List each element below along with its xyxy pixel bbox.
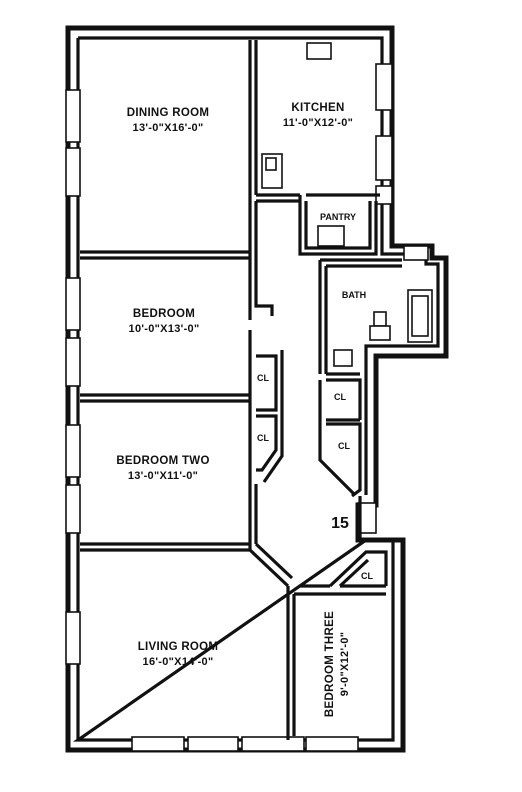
bedroom-three-name: BEDROOM THREE bbox=[324, 611, 336, 717]
closet-label-2: CL bbox=[257, 433, 269, 443]
living-room-dims: 16'-0"X14'-0" bbox=[143, 656, 214, 668]
closet-label-1: CL bbox=[257, 373, 269, 383]
dining-room-name: DINING ROOM bbox=[127, 107, 210, 119]
windows bbox=[65, 63, 393, 752]
dining-room-dims: 13'-0"X16'-0" bbox=[133, 122, 204, 134]
pantry-name: PANTRY bbox=[320, 212, 356, 222]
closet-label-4: CL bbox=[338, 441, 350, 451]
bedroom-three-dims: 9'-0"X12'-0" bbox=[339, 632, 351, 697]
bedroom-two-dims: 13'-0"X11'-0" bbox=[128, 470, 198, 482]
bedroom-two-name: BEDROOM TWO bbox=[116, 455, 209, 467]
bedroom-dims: 10'-0"X13'-0" bbox=[129, 323, 200, 335]
bedroom-name: BEDROOM bbox=[133, 308, 195, 320]
closet-label-5: CL bbox=[361, 571, 373, 581]
closet-label-3: CL bbox=[334, 392, 346, 402]
unit-number: 15 bbox=[331, 515, 349, 532]
interior-walls bbox=[80, 40, 402, 740]
kitchen-dims: 11'-0"X12'-0" bbox=[283, 117, 353, 129]
labels: DINING ROOM 13'-0"X16'-0" KITCHEN 11'-0"… bbox=[116, 102, 373, 717]
bath-name: BATH bbox=[342, 290, 366, 300]
living-room-name: LIVING ROOM bbox=[138, 641, 219, 653]
kitchen-name: KITCHEN bbox=[291, 102, 344, 114]
fixtures bbox=[261, 42, 433, 367]
